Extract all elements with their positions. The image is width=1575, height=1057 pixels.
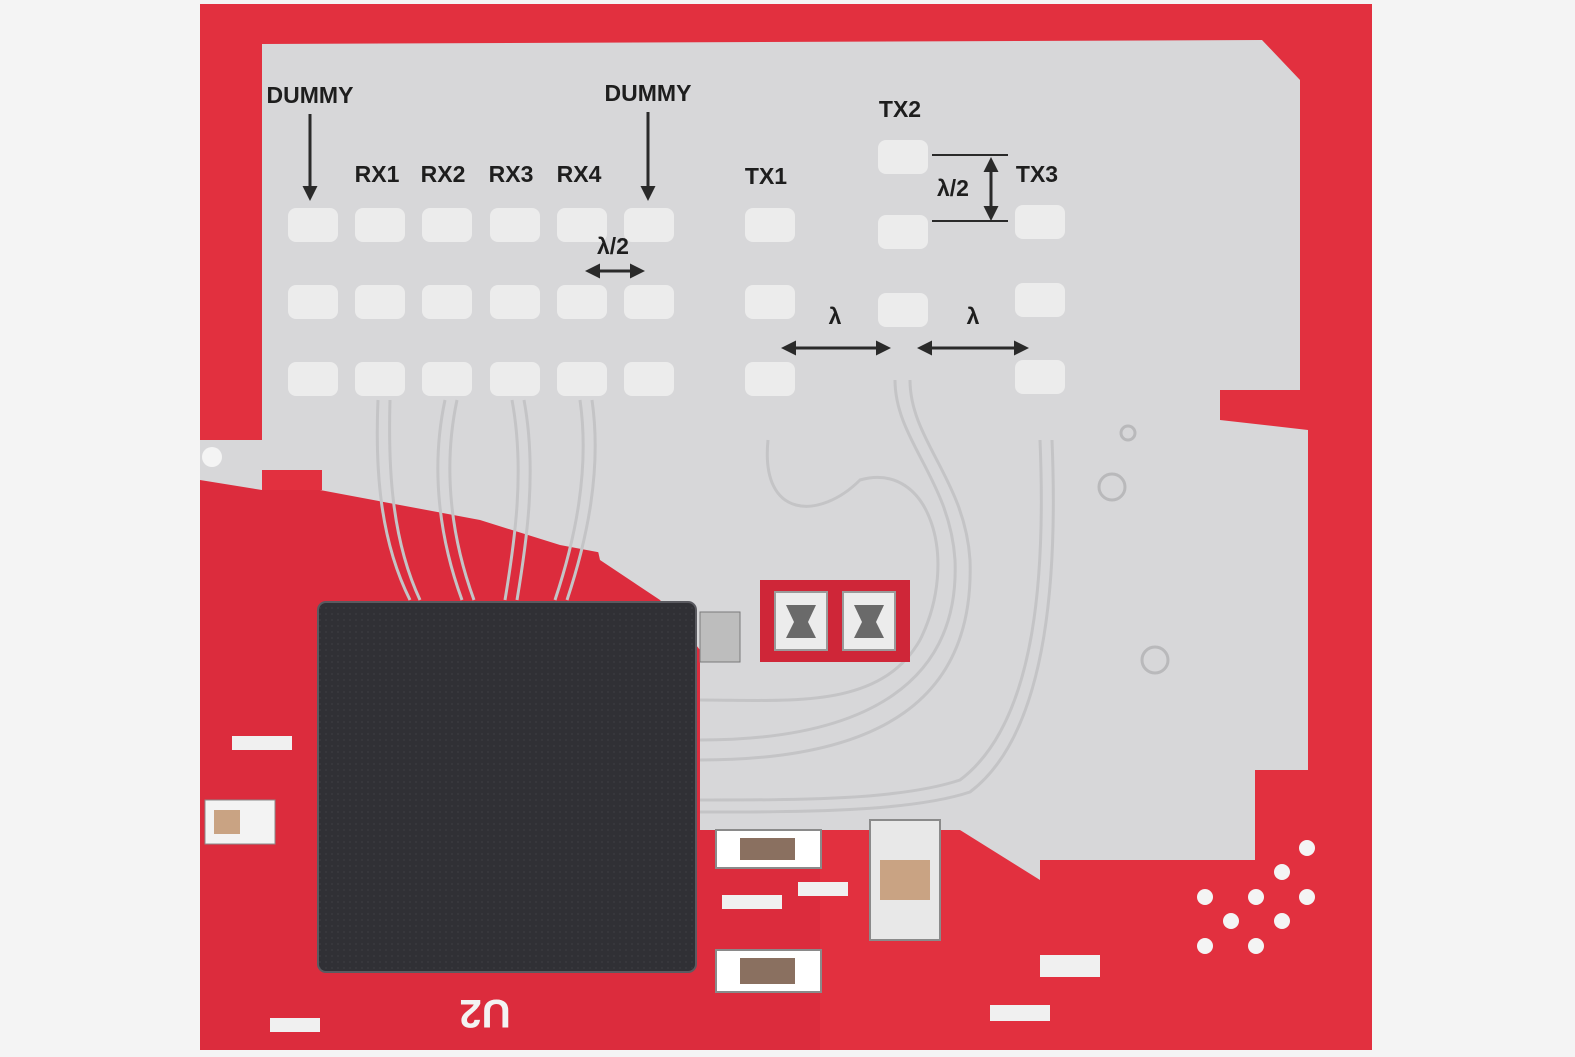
mounting-holes [1097, 424, 1170, 675]
patch-dummy-left [288, 208, 338, 242]
label-tx2: TX2 [879, 96, 921, 122]
patch [745, 362, 795, 396]
patch [878, 215, 928, 249]
patch [490, 362, 540, 396]
label-rx2: RX2 [421, 161, 466, 187]
patch-rx4 [557, 208, 607, 242]
via-array [1197, 840, 1315, 954]
patch [624, 362, 674, 396]
label-tx3: TX3 [1016, 161, 1058, 187]
patch-rx3 [490, 208, 540, 242]
tx-feed-traces [699, 379, 1055, 814]
label-dummy-right: DUMMY [605, 80, 692, 106]
patch [490, 285, 540, 319]
patch-tx1 [745, 208, 795, 242]
rx-feed-traces [375, 399, 597, 601]
patch [355, 285, 405, 319]
patch [745, 285, 795, 319]
chip-u2 [318, 602, 696, 972]
patch [1015, 283, 1065, 317]
patch [288, 362, 338, 396]
label-dummy-left: DUMMY [267, 82, 354, 108]
antenna-patches [288, 140, 1065, 396]
left-edge-notch [262, 470, 322, 490]
patch-dummy-right [624, 208, 674, 242]
label-tx-spacing-left: λ [829, 303, 842, 329]
label-rx3: RX3 [489, 161, 534, 187]
label-rx1: RX1 [355, 161, 400, 187]
patch-rx2 [422, 208, 472, 242]
patch [878, 293, 928, 327]
label-tx-spacing-right: λ [967, 303, 980, 329]
u2-designator: U2 [459, 991, 510, 1035]
label-tx1: TX1 [745, 163, 787, 189]
patch [422, 362, 472, 396]
patch [1015, 360, 1065, 394]
label-rx4: RX4 [557, 161, 602, 187]
chip-u2-edge [317, 601, 697, 973]
patch [422, 285, 472, 319]
patch [288, 285, 338, 319]
patch [557, 285, 607, 319]
patch [355, 362, 405, 396]
ground-plane-lower [200, 440, 1308, 860]
label-tx-vertical-spacing: λ/2 [937, 175, 969, 201]
edge-hole [202, 447, 222, 467]
smd-components [204, 580, 1100, 1032]
patch [557, 362, 607, 396]
patch-tx3 [1015, 205, 1065, 239]
patch-rx1 [355, 208, 405, 242]
patch-tx2 [878, 140, 928, 174]
patch [624, 285, 674, 319]
label-rx-spacing: λ/2 [597, 233, 629, 259]
